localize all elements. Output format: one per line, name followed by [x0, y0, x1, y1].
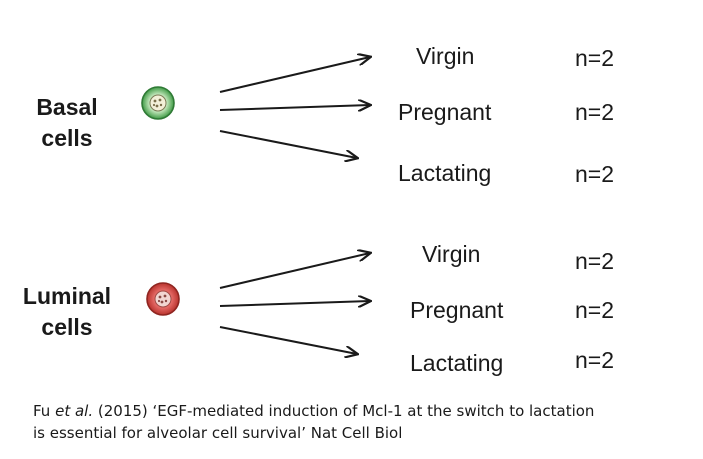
luminal-group-label: Luminal cells — [12, 281, 122, 343]
basal-label-line1: Basal — [36, 94, 98, 120]
arrow-luminal-lactating — [219, 326, 357, 354]
citation: Fu et al. (2015) ‘EGF-mediated induction… — [33, 400, 594, 444]
citation-line1: Fu et al. (2015) ‘EGF-mediated induction… — [33, 400, 594, 422]
basal-lactating-count: n=2 — [575, 161, 615, 187]
luminal-cell-icon — [146, 282, 180, 316]
basal-cell-icon — [141, 86, 175, 120]
citation-line2: is essential for alveolar cell survival’… — [33, 424, 403, 442]
basal-virgin-stage: Virgin — [416, 43, 475, 69]
basal-group-label: Basal cells — [28, 92, 106, 154]
luminal-lactating-count: n=2 — [575, 347, 615, 373]
arrow-basal-lactating — [219, 130, 357, 158]
basal-pregnant-stage: Pregnant — [398, 99, 492, 125]
luminal-lactating-stage: Lactating — [410, 350, 504, 376]
basal-lactating-stage: Lactating — [398, 160, 492, 186]
luminal-pregnant-count: n=2 — [575, 297, 615, 323]
arrow-luminal-virgin — [219, 253, 370, 289]
citation-rest-line1: (2015) ‘EGF-mediated induction of Mcl-1 … — [93, 402, 595, 420]
arrow-luminal-pregnant — [219, 301, 370, 306]
basal-label-line2: cells — [41, 125, 93, 151]
citation-etal: et al. — [55, 402, 94, 420]
luminal-label-line1: Luminal — [22, 283, 112, 309]
luminal-virgin-stage: Virgin — [422, 241, 481, 267]
luminal-pregnant-stage: Pregnant — [410, 297, 504, 323]
arrow-basal-pregnant — [219, 105, 370, 110]
basal-virgin-count: n=2 — [575, 45, 615, 71]
luminal-virgin-count: n=2 — [575, 248, 615, 274]
citation-authors: Fu — [33, 402, 56, 420]
arrow-basal-virgin — [219, 57, 370, 93]
luminal-label-line2: cells — [41, 314, 93, 340]
basal-pregnant-count: n=2 — [575, 99, 615, 125]
